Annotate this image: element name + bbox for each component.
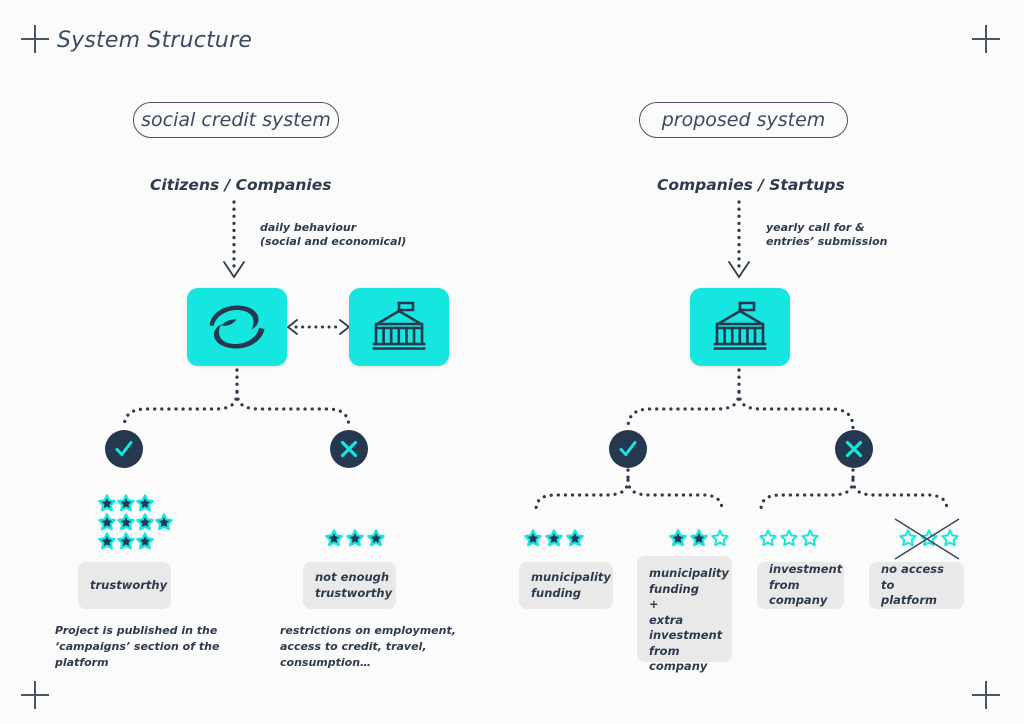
chip-line: + [649, 597, 659, 612]
corner-plus-bottom-left-icon [21, 681, 49, 709]
star-filled-icon [566, 529, 584, 547]
cross-icon [845, 440, 863, 458]
chip-line: municipality [649, 566, 729, 580]
chip-line: investment [649, 628, 723, 643]
page-title: System Structure [57, 28, 253, 53]
star-filled-icon [690, 529, 708, 547]
star-empty-icon [780, 529, 798, 547]
corner-plus-top-right-icon [972, 25, 1000, 53]
pill-social-credit-system[interactable]: social credit system [133, 102, 339, 138]
badge-cross-not-trustworthy[interactable] [330, 430, 368, 468]
chip-line: funding [649, 581, 699, 596]
star-filled-icon [367, 529, 385, 547]
star-rating-investment-from-company [759, 529, 819, 547]
alibaba-platform-box[interactable] [187, 288, 287, 366]
chip-not-enough-trustworthy: not enough trustworthy [303, 562, 396, 609]
star-filled-icon [669, 529, 687, 547]
arrow-label-line-2: (social and economical) [260, 234, 407, 248]
corner-plus-bottom-right-icon [972, 681, 1000, 709]
note-not-enough-trustworthy: restrictions on employment, access to cr… [280, 624, 456, 669]
star-empty-icon [711, 529, 729, 547]
alibaba-logo-icon [209, 305, 265, 349]
arrow-label-yearly-call: yearly call for & entries’ submission [766, 221, 888, 249]
chip-municipality-funding-plus-extra: municipality funding + extra investment … [637, 556, 732, 673]
corner-plus-top-left-icon [21, 25, 49, 53]
government-box[interactable] [349, 288, 449, 366]
star-filled-icon [98, 494, 116, 512]
star-filled-icon [117, 494, 135, 512]
arrow-label-line-1: daily behaviour [260, 221, 357, 234]
star-filled-icon [98, 513, 116, 531]
star-row [98, 532, 173, 550]
star-filled-icon [524, 529, 542, 547]
star-row [98, 494, 173, 512]
arrow-label-line-2: entries’ submission [766, 234, 888, 248]
star-filled-icon [155, 513, 173, 531]
actor-companies-startups: Companies / Startups [657, 176, 845, 194]
star-filled-icon [545, 529, 563, 547]
star-empty-icon [759, 529, 777, 547]
actor-citizens-companies: Citizens / Companies [150, 176, 332, 194]
star-filled-icon [325, 529, 343, 547]
star-empty-icon [941, 529, 959, 547]
star-empty-icon [801, 529, 819, 547]
star-filled-icon [346, 529, 364, 547]
cross-icon [340, 440, 358, 458]
pill-proposed-system[interactable]: proposed system [639, 102, 848, 138]
government-building-icon [372, 301, 426, 350]
star-rating-municipality-funding [524, 529, 584, 547]
note-trustworthy: Project is published in the ‘campaigns’ … [55, 624, 220, 669]
star-rating-trustworthy [98, 494, 173, 550]
star-filled-icon [136, 494, 154, 512]
chip-text: municipality funding [531, 569, 611, 600]
chip-no-access-to-platform: no access to platform [869, 562, 964, 609]
strikethrough-cross-icon [894, 518, 960, 560]
badge-check-trustworthy[interactable] [105, 430, 143, 468]
star-filled-icon [98, 532, 116, 550]
chip-municipality-funding: municipality funding [519, 562, 613, 609]
star-filled-icon [136, 532, 154, 550]
chip-line: from company [649, 643, 708, 674]
municipality-box[interactable] [690, 288, 790, 366]
star-filled-icon [117, 532, 135, 550]
check-icon [115, 441, 133, 456]
arrow-label-daily-behaviour: daily behaviour (social and economical) [260, 221, 406, 249]
government-building-icon [713, 301, 767, 350]
star-filled-icon [117, 513, 135, 531]
star-row [98, 513, 173, 531]
check-icon [619, 441, 637, 456]
star-filled-icon [136, 513, 154, 531]
arrow-label-line-1: yearly call for & [766, 221, 865, 234]
chip-line: extra [649, 612, 684, 627]
star-rating-municipality-plus-extra [669, 529, 729, 547]
badge-cross-proposed[interactable] [835, 430, 873, 468]
chip-investment-from-company: investment from company [757, 562, 844, 609]
star-empty-icon [899, 529, 917, 547]
badge-check-proposed[interactable] [609, 430, 647, 468]
chip-trustworthy: trustworthy [78, 562, 171, 609]
star-rating-not-trustworthy [325, 529, 385, 547]
